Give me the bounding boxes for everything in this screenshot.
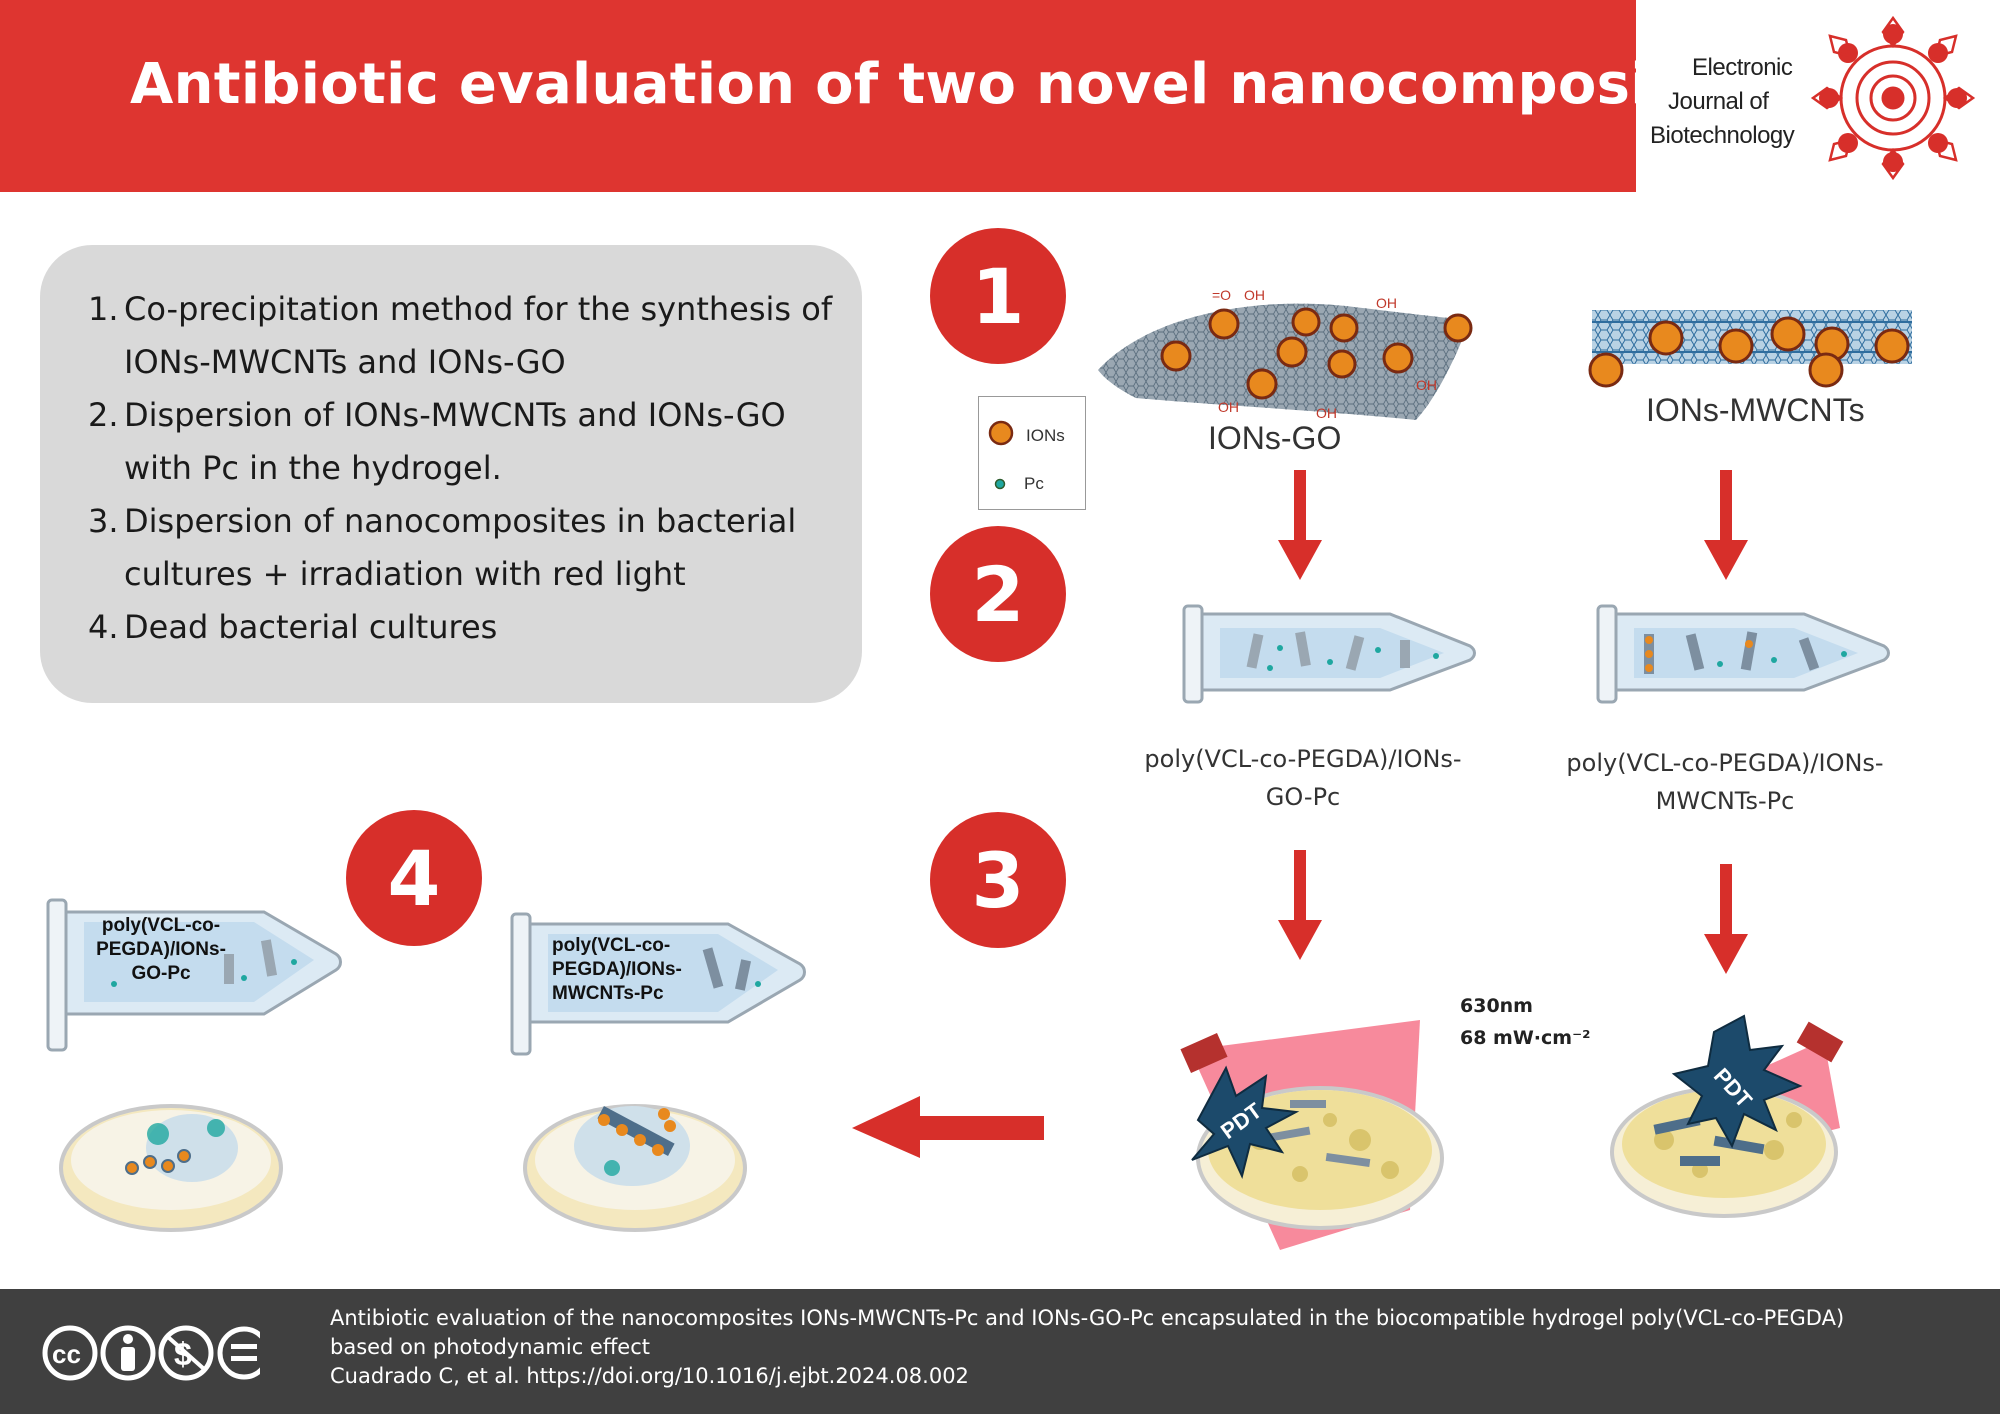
header-banner	[0, 0, 1636, 192]
step-text-2: Dispersion of IONs-MWCNTs and IONs-GO wi…	[124, 396, 786, 487]
result-tube-mwcnt-line1: poly(VCL-co-	[552, 935, 671, 956]
step-item-1: 1.Co-precipitation method for the synthe…	[88, 283, 848, 389]
footer-line3: Cuadrado C, et al. https://doi.org/10.10…	[330, 1364, 969, 1388]
irradiation-label: 630nm 68 mW·cm⁻²	[1460, 990, 1590, 1054]
step-number-2: 2.	[88, 396, 119, 434]
ions-go-label: IONs-GO	[1208, 420, 1342, 456]
pdt-dish-mwcnt-icon: PDT	[1610, 1014, 1844, 1218]
cc-icon	[42, 1325, 98, 1381]
result-tube-go-line3: GO-Pc	[131, 963, 191, 984]
step-text-1: Co-precipitation method for the synthesi…	[124, 290, 833, 381]
result-dish-mwcnt-icon	[523, 1104, 747, 1232]
journal-logo	[1636, 0, 2000, 192]
nc-icon	[158, 1325, 214, 1381]
down-arrow-icon	[1278, 470, 1322, 580]
step-text-4: Dead bacterial cultures	[124, 608, 498, 646]
logo-mandala-icon	[1810, 15, 1976, 181]
legend-ions-label: IONs	[1026, 426, 1065, 445]
lamp-icon	[1180, 1032, 1228, 1074]
logo-text-line2: Journal of	[1668, 88, 1769, 115]
footer-line2: based on photodynamic effect	[330, 1335, 651, 1359]
legend-box	[978, 396, 1086, 510]
svg-text:OH: OH	[1416, 377, 1437, 393]
left-arrow-icon	[852, 1096, 1044, 1158]
step-text-3: Dispersion of nanocomposites in bacteria…	[124, 502, 797, 593]
step-badge-1: 1	[930, 228, 1066, 364]
down-arrow-icon	[1704, 864, 1748, 974]
lamp-icon	[1796, 1021, 1844, 1063]
svg-text:OH: OH	[1376, 295, 1397, 311]
step-badge-2: 2	[930, 526, 1066, 662]
ions-mwcnts-label: IONs-MWCNTs	[1646, 392, 1865, 428]
tube-mwcnt-caption-line1: poly(VCL-co-PEGDA)/IONs-	[1566, 749, 1884, 777]
svg-text:OH: OH	[1244, 287, 1265, 303]
legend-pc-label: Pc	[1024, 474, 1044, 493]
tube-go-caption-line1: poly(VCL-co-PEGDA)/IONs-	[1144, 745, 1462, 773]
down-arrow-icon	[1278, 850, 1322, 960]
svg-text:OH: OH	[1218, 399, 1239, 415]
logo-text-line3: Biotechnology	[1650, 122, 1795, 149]
page-title: Antibiotic evaluation of two novel nanoc…	[130, 52, 1749, 117]
nd-icon	[217, 1326, 260, 1380]
logo-text-line1: Electronic	[1692, 54, 1793, 81]
step-number-3: 3.	[88, 502, 119, 540]
step-badge-3: 3	[930, 812, 1066, 948]
footer-citation: Antibiotic evaluation of the nanocomposi…	[330, 1304, 1970, 1391]
steps-list: 1.Co-precipitation method for the synthe…	[88, 283, 848, 654]
tube-mwcnt-caption: poly(VCL-co-PEGDA)/IONs- MWCNTs-Pc	[1540, 744, 1910, 820]
svg-text:=O: =O	[1212, 287, 1231, 303]
result-tube-mwcnt-line2: PEGDA)/IONs-	[552, 959, 682, 980]
svg-text:OH: OH	[1316, 405, 1337, 421]
result-dish-go-icon	[59, 1104, 283, 1232]
result-tube-mwcnt-line3: MWCNTs-Pc	[552, 983, 664, 1004]
result-tube-mwcnt-label: poly(VCL-co- PEGDA)/IONs- MWCNTs-Pc	[552, 934, 692, 1006]
wavelength-label: 630nm	[1460, 995, 1533, 1017]
tube-mwcnt-caption-line2: MWCNTs-Pc	[1655, 787, 1795, 815]
result-tube-go-line2: PEGDA)/IONs-	[96, 939, 226, 960]
power-label: 68 mW·cm⁻²	[1460, 1027, 1591, 1049]
step-number-4: 4.	[88, 608, 119, 646]
result-tube-go-icon	[46, 898, 342, 1052]
svg-text:cc: cc	[52, 1339, 81, 1369]
result-tube-go-label: poly(VCL-co- PEGDA)/IONs- GO-Pc	[86, 914, 236, 986]
by-icon	[100, 1325, 156, 1381]
tube-go-caption-line2: GO-Pc	[1265, 783, 1341, 811]
step-item-2: 2.Dispersion of IONs-MWCNTs and IONs-GO …	[88, 389, 848, 495]
tube-go-icon	[1182, 604, 1476, 704]
tube-go-caption: poly(VCL-co-PEGDA)/IONs- GO-Pc	[1118, 740, 1488, 816]
footer-line1: Antibiotic evaluation of the nanocomposi…	[330, 1306, 1845, 1330]
result-tube-go-line1: poly(VCL-co-	[101, 915, 221, 936]
step-item-4: 4.Dead bacterial cultures	[88, 601, 848, 654]
step-item-3: 3.Dispersion of nanocomposites in bacter…	[88, 495, 848, 601]
graphene-oxide-sheet-icon: =O OH OH OH OH OH	[1098, 287, 1473, 421]
legend-pc-icon	[994, 478, 1006, 490]
mwcnt-icon	[1588, 310, 1912, 388]
step-number-1: 1.	[88, 290, 119, 328]
down-arrow-icon	[1704, 470, 1748, 580]
steps-box	[40, 245, 862, 703]
tube-mwcnt-icon	[1596, 604, 1890, 704]
legend-ions-icon	[988, 420, 1014, 446]
license-icons: cc $	[42, 1325, 260, 1381]
pdt-dish-go-icon: PDT	[1180, 1020, 1444, 1250]
step-badge-4: 4	[346, 810, 482, 946]
footer	[0, 1289, 2000, 1414]
result-tube-mwcnt-icon	[510, 912, 806, 1056]
